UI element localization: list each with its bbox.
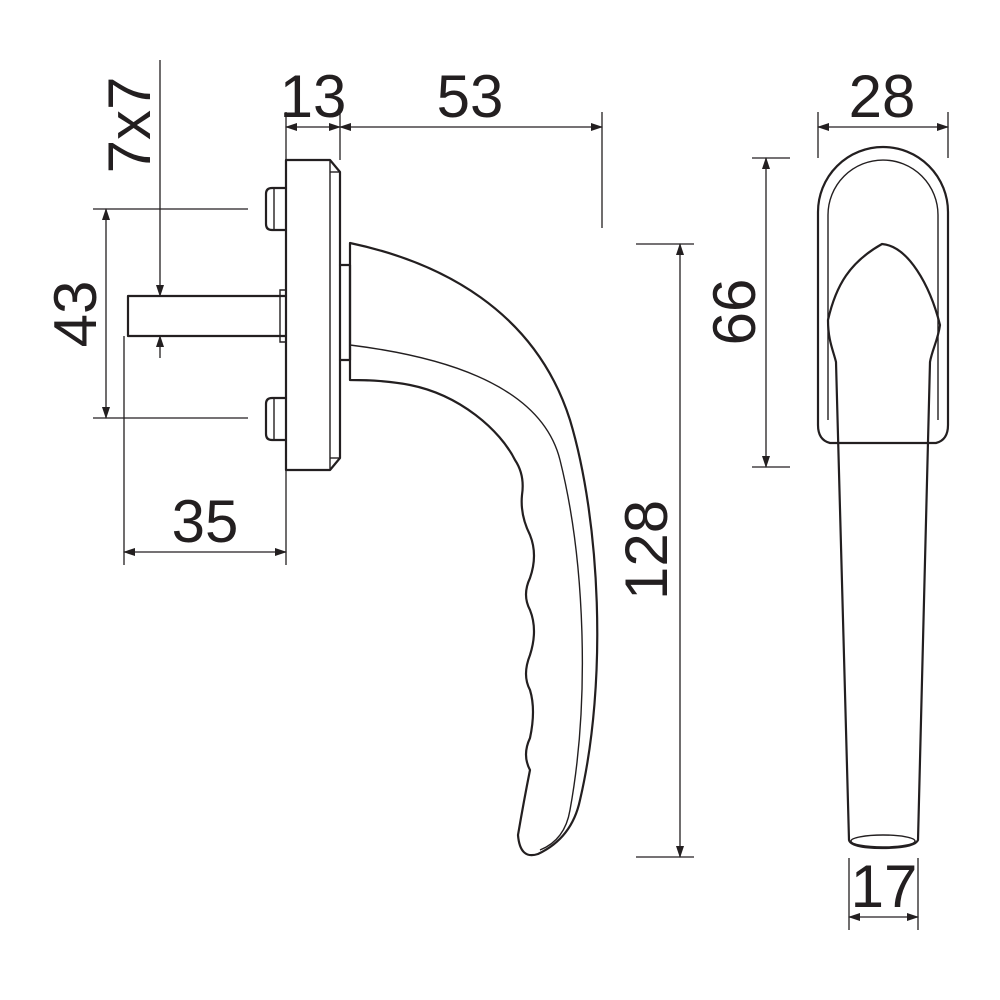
rose-outer-outline <box>816 145 950 445</box>
dim-label-handle-length: 128 <box>613 500 680 600</box>
handle-neck <box>338 263 352 362</box>
dim-label-projection: 53 <box>437 63 504 130</box>
handle-lever <box>348 241 599 857</box>
dim-label-spindle-length: 35 <box>172 488 239 555</box>
dimension-lines-front <box>752 112 949 930</box>
grip-end-cap <box>850 834 916 848</box>
rose-inner-outline <box>827 159 939 420</box>
dim-label-rose-height: 66 <box>701 279 768 346</box>
rose-plate <box>284 158 342 472</box>
dim-label-screw-spacing: 43 <box>42 281 109 348</box>
side-view <box>126 158 599 857</box>
dim-label-rose-thickness: 13 <box>280 63 347 130</box>
dim-label-spindle: 7x7 <box>96 77 163 174</box>
dim-label-grip-width: 17 <box>851 853 918 920</box>
square-spindle <box>126 294 288 338</box>
lower-screw <box>264 396 288 442</box>
upper-screw <box>264 186 288 232</box>
front-view <box>816 145 950 850</box>
dim-label-rose-width: 28 <box>849 63 916 130</box>
handle-grip <box>826 242 942 850</box>
dimension-lines-side <box>93 60 694 858</box>
